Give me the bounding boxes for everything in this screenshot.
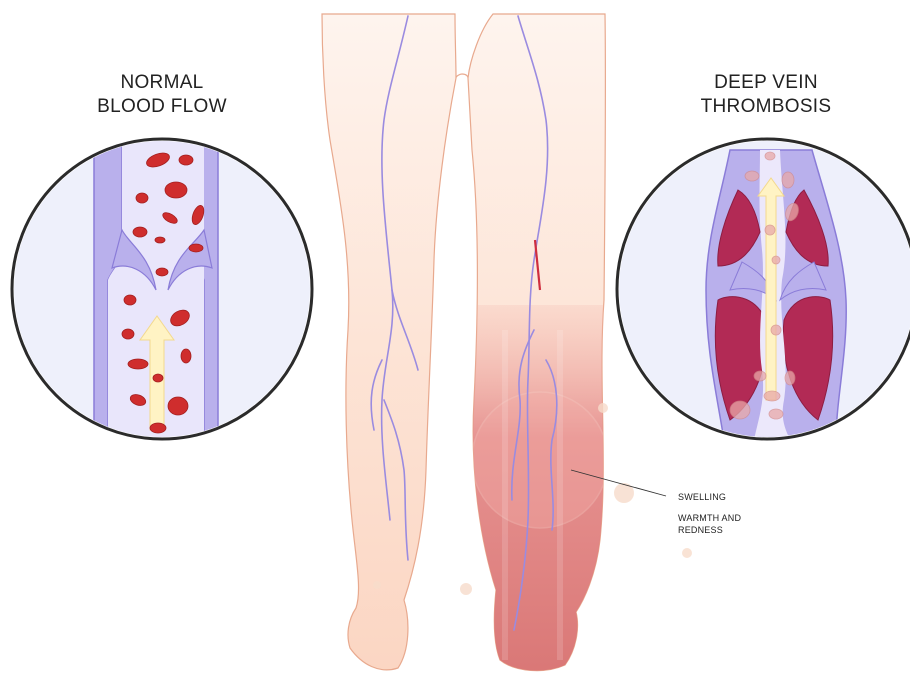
warmth-redness-label: WARMTH AND REDNESS [678, 512, 741, 536]
dvt-title-line2: THROMBOSIS [686, 95, 846, 119]
right-leg [460, 14, 620, 677]
normal-blood-flow-title: NORMAL BLOOD FLOW [82, 71, 242, 119]
redness-area [460, 305, 620, 677]
warmth-text-line2: REDNESS [678, 524, 741, 536]
swelling-label: SWELLING [678, 491, 726, 503]
swelling-text: SWELLING [678, 491, 726, 503]
dvt-title: DEEP VEIN THROMBOSIS [686, 71, 846, 119]
dvt-inset [617, 139, 910, 440]
normal-flow-inset [12, 139, 312, 440]
warmth-text-line1: WARMTH AND [678, 512, 741, 524]
normal-title-line1: NORMAL [82, 71, 242, 95]
dvt-title-line1: DEEP VEIN [686, 71, 846, 95]
normal-title-line2: BLOOD FLOW [82, 95, 242, 119]
crotch-gap [456, 74, 468, 78]
